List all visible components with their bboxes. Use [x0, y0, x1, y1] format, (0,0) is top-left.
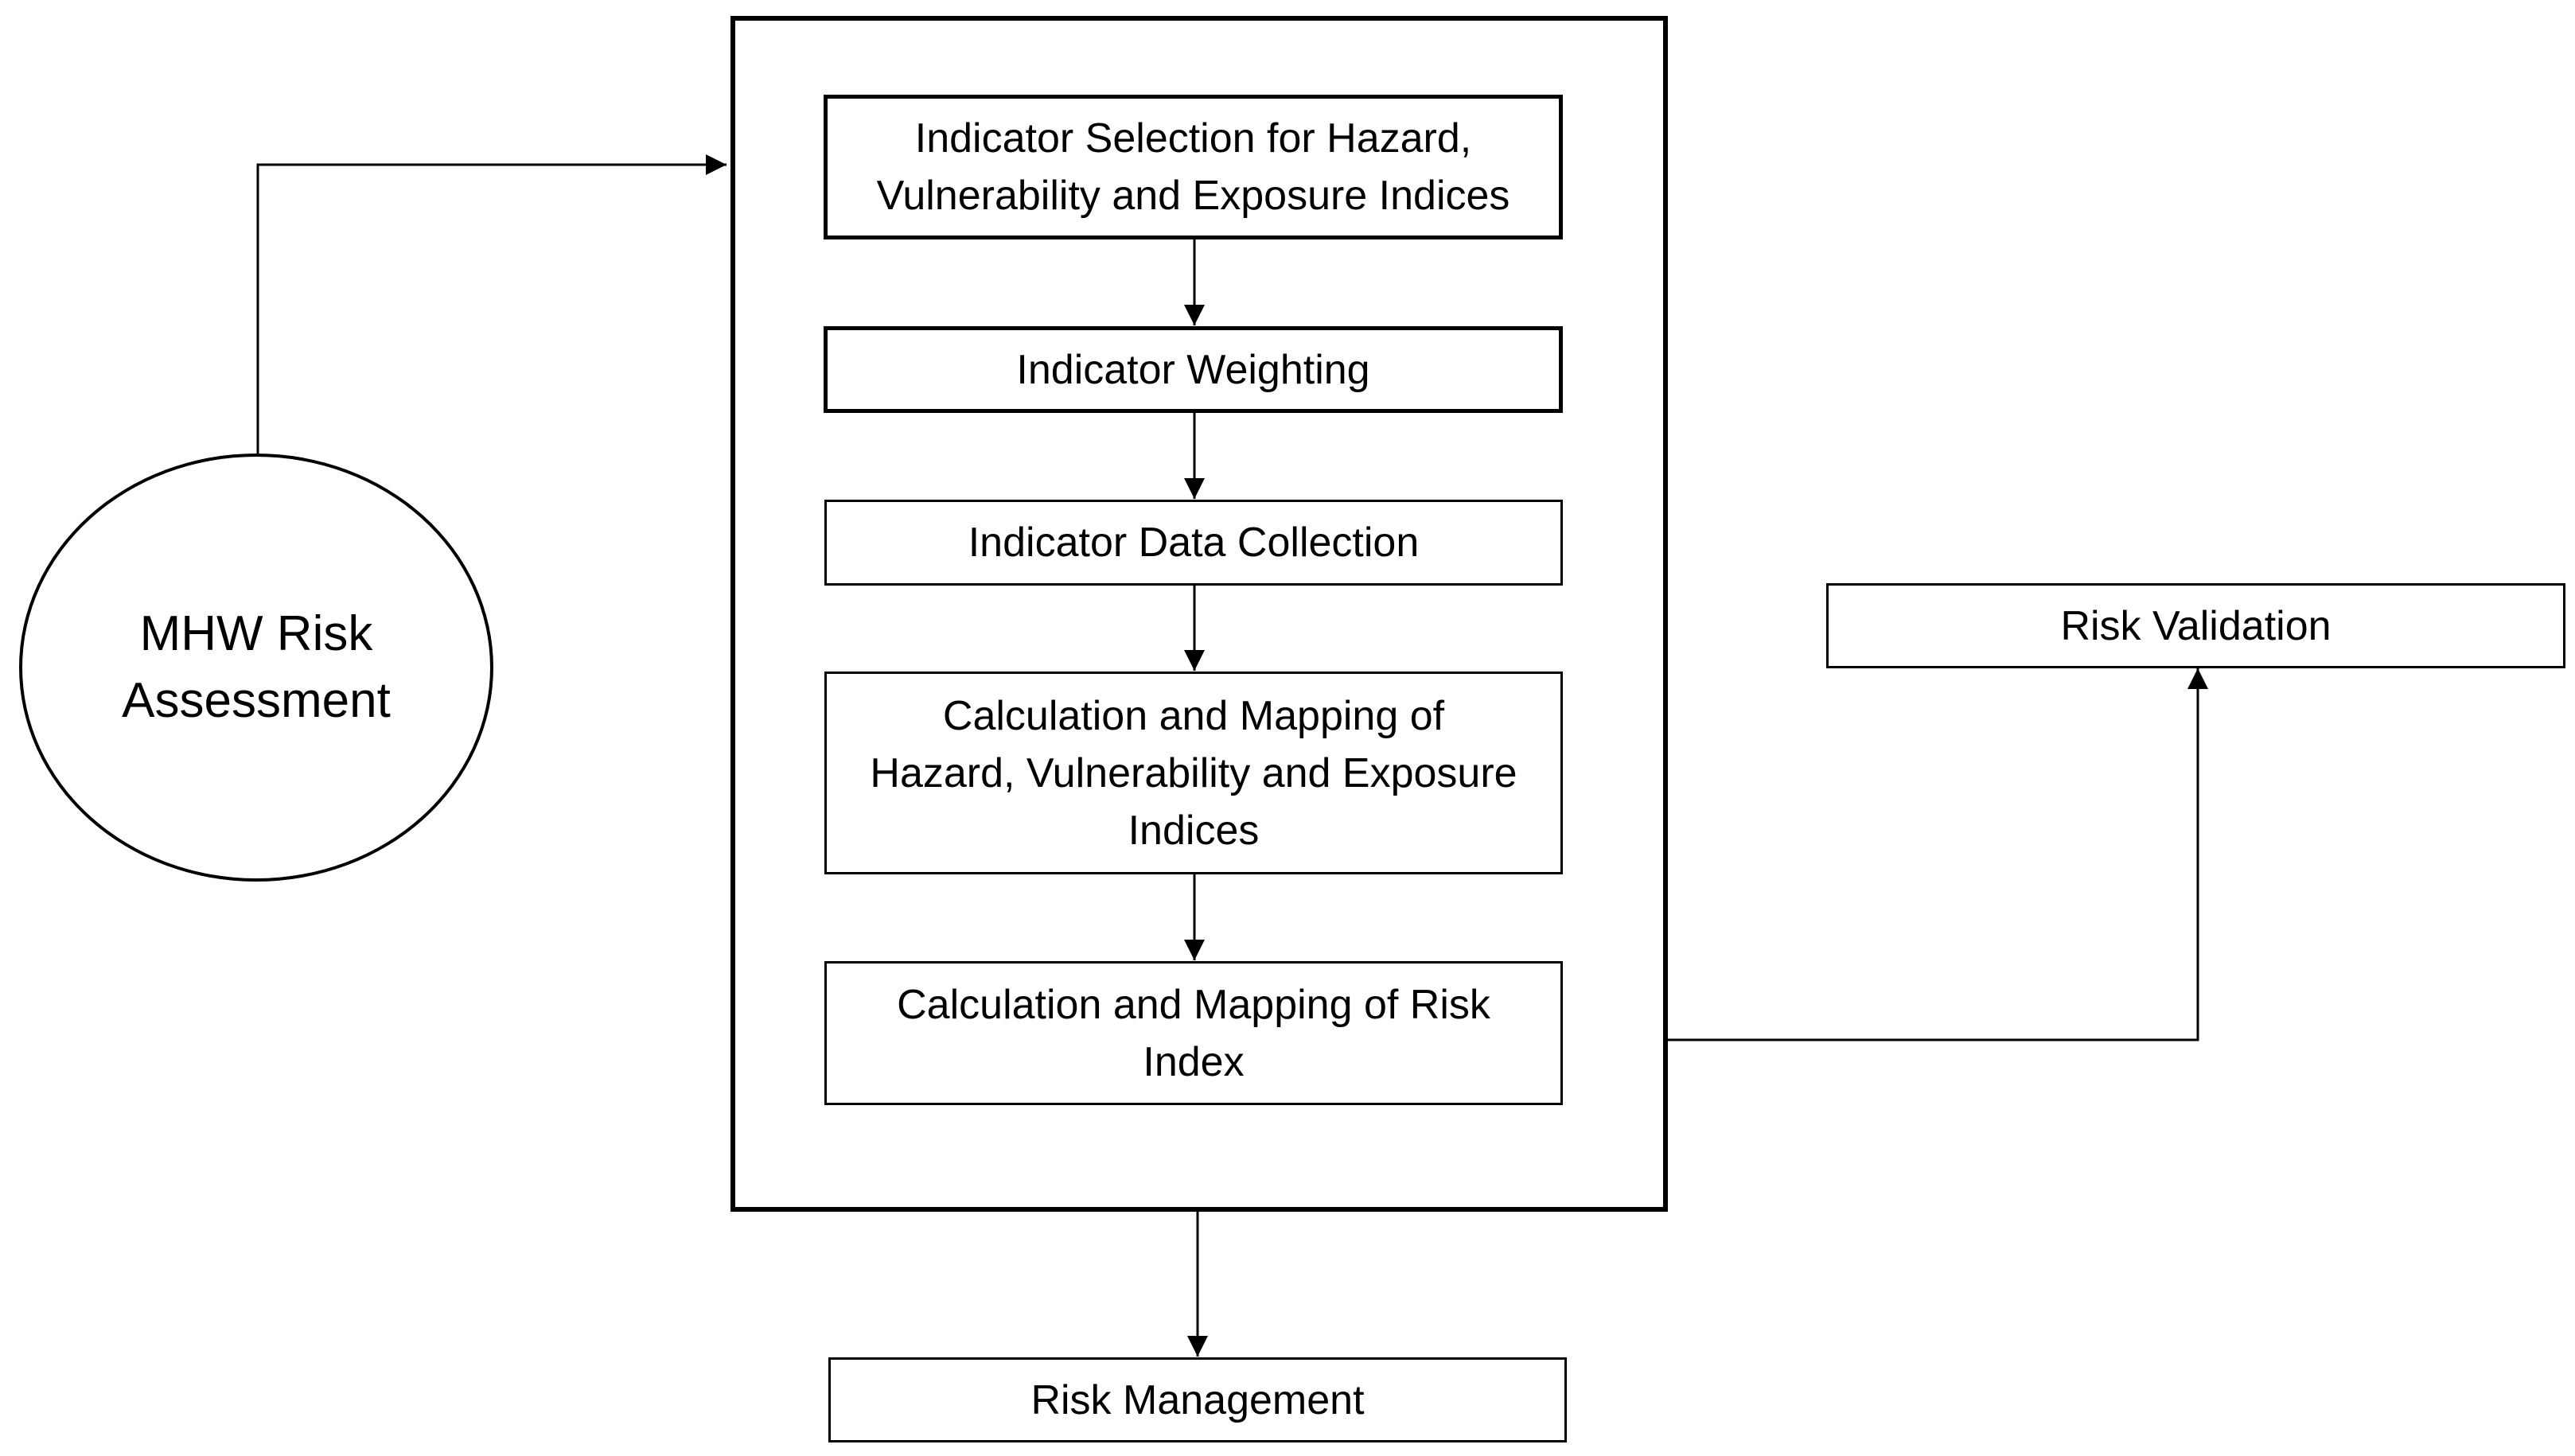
- risk-validation-node: Risk Validation: [1826, 583, 2565, 668]
- risk-management-label: Risk Management: [1030, 1376, 1365, 1423]
- step-calculation-risk-index: Calculation and Mapping of Risk Index: [824, 961, 1563, 1105]
- risk-validation-label: Risk Validation: [2060, 602, 2332, 649]
- mhw-risk-assessment-label: MHW Risk Assessment: [122, 606, 391, 728]
- mhw-risk-assessment-node: MHW Risk Assessment: [19, 454, 493, 882]
- step-indicator-data-collection: Indicator Data Collection: [824, 500, 1563, 586]
- step-indicator-selection: Indicator Selection for Hazard, Vulnerab…: [824, 95, 1563, 239]
- risk-management-node: Risk Management: [828, 1357, 1567, 1442]
- step-calculation-risk-index-label: Calculation and Mapping of Risk Index: [897, 981, 1490, 1085]
- process-container: [730, 16, 1668, 1212]
- step-indicator-weighting-label: Indicator Weighting: [1016, 346, 1370, 393]
- step-indicator-selection-label: Indicator Selection for Hazard, Vulnerab…: [876, 115, 1510, 219]
- step-calculation-indices-label: Calculation and Mapping of Hazard, Vulne…: [870, 692, 1517, 854]
- step-indicator-data-collection-label: Indicator Data Collection: [968, 520, 1420, 566]
- arrow-assessment-to-process: [256, 154, 727, 454]
- step-indicator-weighting: Indicator Weighting: [824, 326, 1563, 413]
- arrow-process-to-validation: [1668, 668, 2208, 1041]
- step-calculation-indices: Calculation and Mapping of Hazard, Vulne…: [824, 672, 1563, 874]
